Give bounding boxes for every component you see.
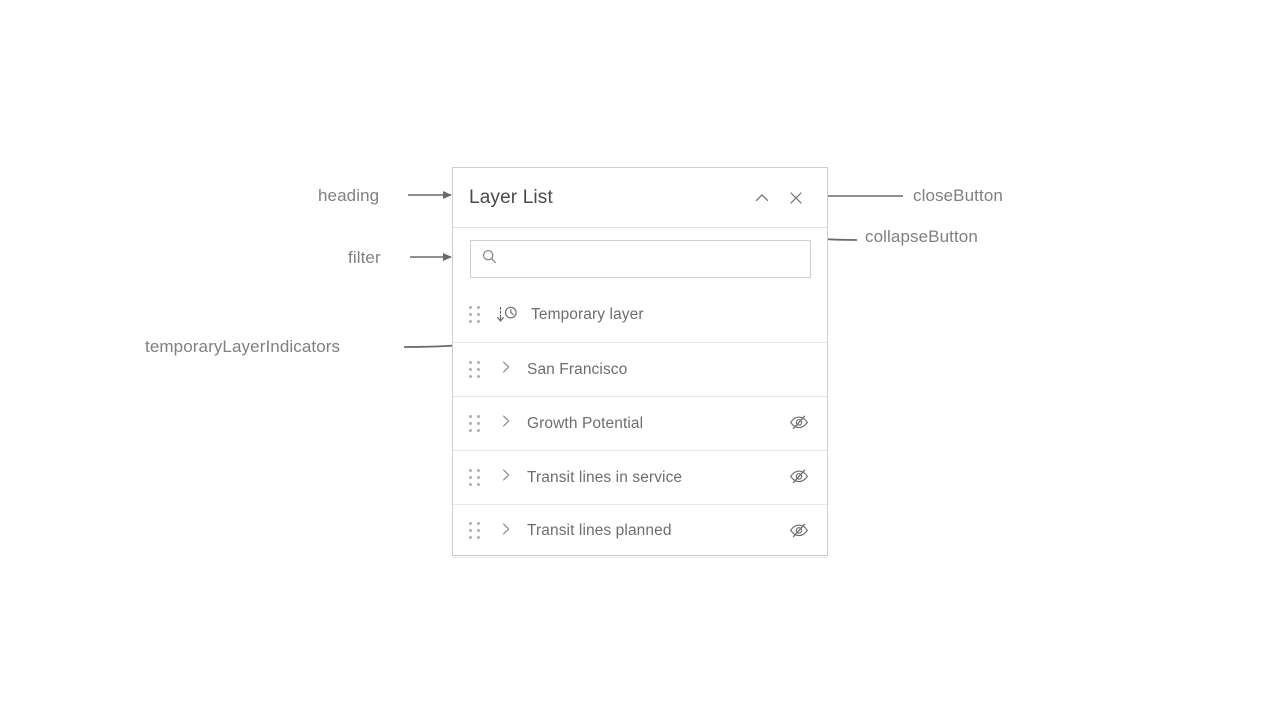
table-row[interactable]: Temporary layer xyxy=(453,288,827,342)
collapse-button[interactable] xyxy=(745,181,779,215)
drag-handle-icon[interactable] xyxy=(469,468,481,487)
annotation-label-filter: filter xyxy=(348,248,381,267)
annotation-label-heading: heading xyxy=(318,186,380,205)
filter-input[interactable] xyxy=(506,240,800,278)
drag-handle-icon[interactable] xyxy=(469,414,481,433)
list-item-label: Transit lines in service xyxy=(527,468,683,486)
filter xyxy=(453,228,827,288)
close-icon xyxy=(787,189,805,207)
layer-list: Temporary layer San Francisco xyxy=(453,288,827,558)
drag-handle-icon[interactable] xyxy=(469,522,481,540)
list-item-label: Transit lines planned xyxy=(527,522,672,539)
eye-slash-icon xyxy=(788,467,810,488)
search-icon xyxy=(481,248,498,270)
chevron-right-icon xyxy=(498,521,514,542)
expand-button[interactable] xyxy=(495,467,517,489)
drag-handle-icon[interactable] xyxy=(469,306,481,324)
drag-handle-icon[interactable] xyxy=(469,360,481,379)
annotation-label-temporary-layer-indicators: temporaryLayerIndicators xyxy=(145,337,341,356)
chevron-right-icon xyxy=(498,359,514,380)
table-row[interactable]: Transit lines in service xyxy=(453,450,827,504)
list-item-label: Growth Potential xyxy=(527,414,644,432)
close-button[interactable] xyxy=(779,181,813,215)
layer-list-panel: Layer List xyxy=(452,167,828,558)
expand-button[interactable] xyxy=(495,359,517,381)
table-row[interactable]: Transit lines planned xyxy=(453,504,827,558)
list-item-label: Temporary layer xyxy=(531,306,644,323)
table-row[interactable]: Growth Potential xyxy=(453,396,827,450)
annotation-label-close-button: closeButton xyxy=(913,186,1003,205)
list-item-label: San Francisco xyxy=(527,360,628,378)
visibility-toggle-button[interactable] xyxy=(785,410,813,438)
eye-slash-icon xyxy=(788,413,810,434)
chevron-right-icon xyxy=(498,413,514,434)
visibility-toggle-button[interactable] xyxy=(785,517,813,545)
chevron-right-icon xyxy=(498,467,514,488)
expand-button[interactable] xyxy=(495,520,517,542)
panel-header: Layer List xyxy=(453,168,827,228)
eye-slash-icon xyxy=(788,521,810,542)
annotation-label-collapse-button: collapseButton xyxy=(865,227,978,246)
visibility-toggle-button[interactable] xyxy=(785,464,813,492)
filter-box[interactable] xyxy=(470,240,811,278)
expand-button[interactable] xyxy=(495,413,517,435)
arrow-down-clock-icon xyxy=(493,304,521,326)
table-row[interactable]: San Francisco xyxy=(453,342,827,396)
heading: Layer List xyxy=(469,186,553,208)
chevron-up-icon xyxy=(753,189,771,207)
